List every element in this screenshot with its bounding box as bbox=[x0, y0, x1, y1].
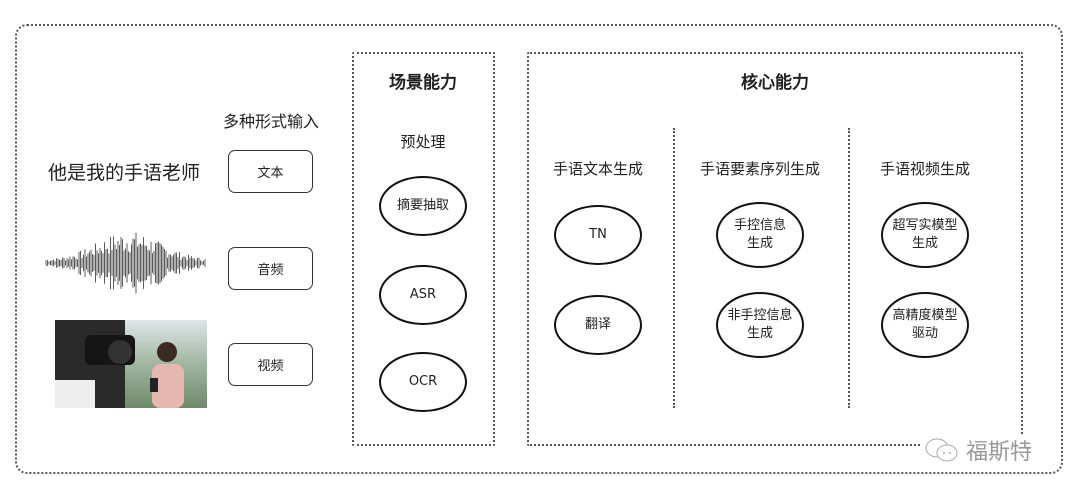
core-column-heading: 手语视频生成 bbox=[879, 160, 971, 178]
core-item-tn: TN bbox=[554, 205, 642, 265]
input-title: 多种形式输入 bbox=[222, 112, 320, 131]
video-input-box: 视频 bbox=[228, 343, 313, 386]
core-column-heading: 手语文本生成 bbox=[552, 160, 644, 178]
scene-item-ocr: OCR bbox=[379, 352, 467, 412]
core-item-translate: 翻译 bbox=[554, 295, 642, 355]
core-item-highprecision: 高精度模型 驱动 bbox=[881, 292, 969, 358]
watermark-text: 福斯特 bbox=[966, 440, 1033, 465]
text-input-box: 文本 bbox=[228, 150, 313, 193]
core-item-hyperreal: 超写实模型 生成 bbox=[881, 202, 969, 268]
video-input-label: 视频 bbox=[257, 359, 284, 374]
core-item-nonmanual: 非手控信息 生成 bbox=[716, 292, 804, 358]
watermark: 福斯特 bbox=[920, 434, 1037, 466]
scene-title: 场景能力 bbox=[389, 73, 457, 93]
core-title: 核心能力 bbox=[741, 73, 809, 93]
sample-text: 他是我的手语老师 bbox=[48, 162, 201, 184]
scene-item-summary: 摘要抽取 bbox=[379, 176, 467, 236]
column-divider bbox=[848, 128, 850, 408]
outer-frame bbox=[15, 24, 1063, 474]
text-input-label: 文本 bbox=[257, 166, 284, 181]
column-divider bbox=[673, 128, 675, 408]
audio-input-label: 音频 bbox=[257, 263, 284, 278]
scene-subtitle: 预处理 bbox=[400, 133, 446, 151]
core-item-manual: 手控信息 生成 bbox=[716, 202, 804, 268]
core-column-heading: 手语要素序列生成 bbox=[699, 160, 821, 178]
audio-waveform bbox=[45, 232, 206, 294]
scene-capability-panel bbox=[352, 52, 495, 446]
video-thumbnail bbox=[55, 320, 207, 408]
audio-input-box: 音频 bbox=[228, 247, 313, 290]
core-capability-panel bbox=[527, 52, 1023, 446]
wechat-icon bbox=[925, 438, 958, 462]
scene-item-asr: ASR bbox=[379, 265, 467, 325]
